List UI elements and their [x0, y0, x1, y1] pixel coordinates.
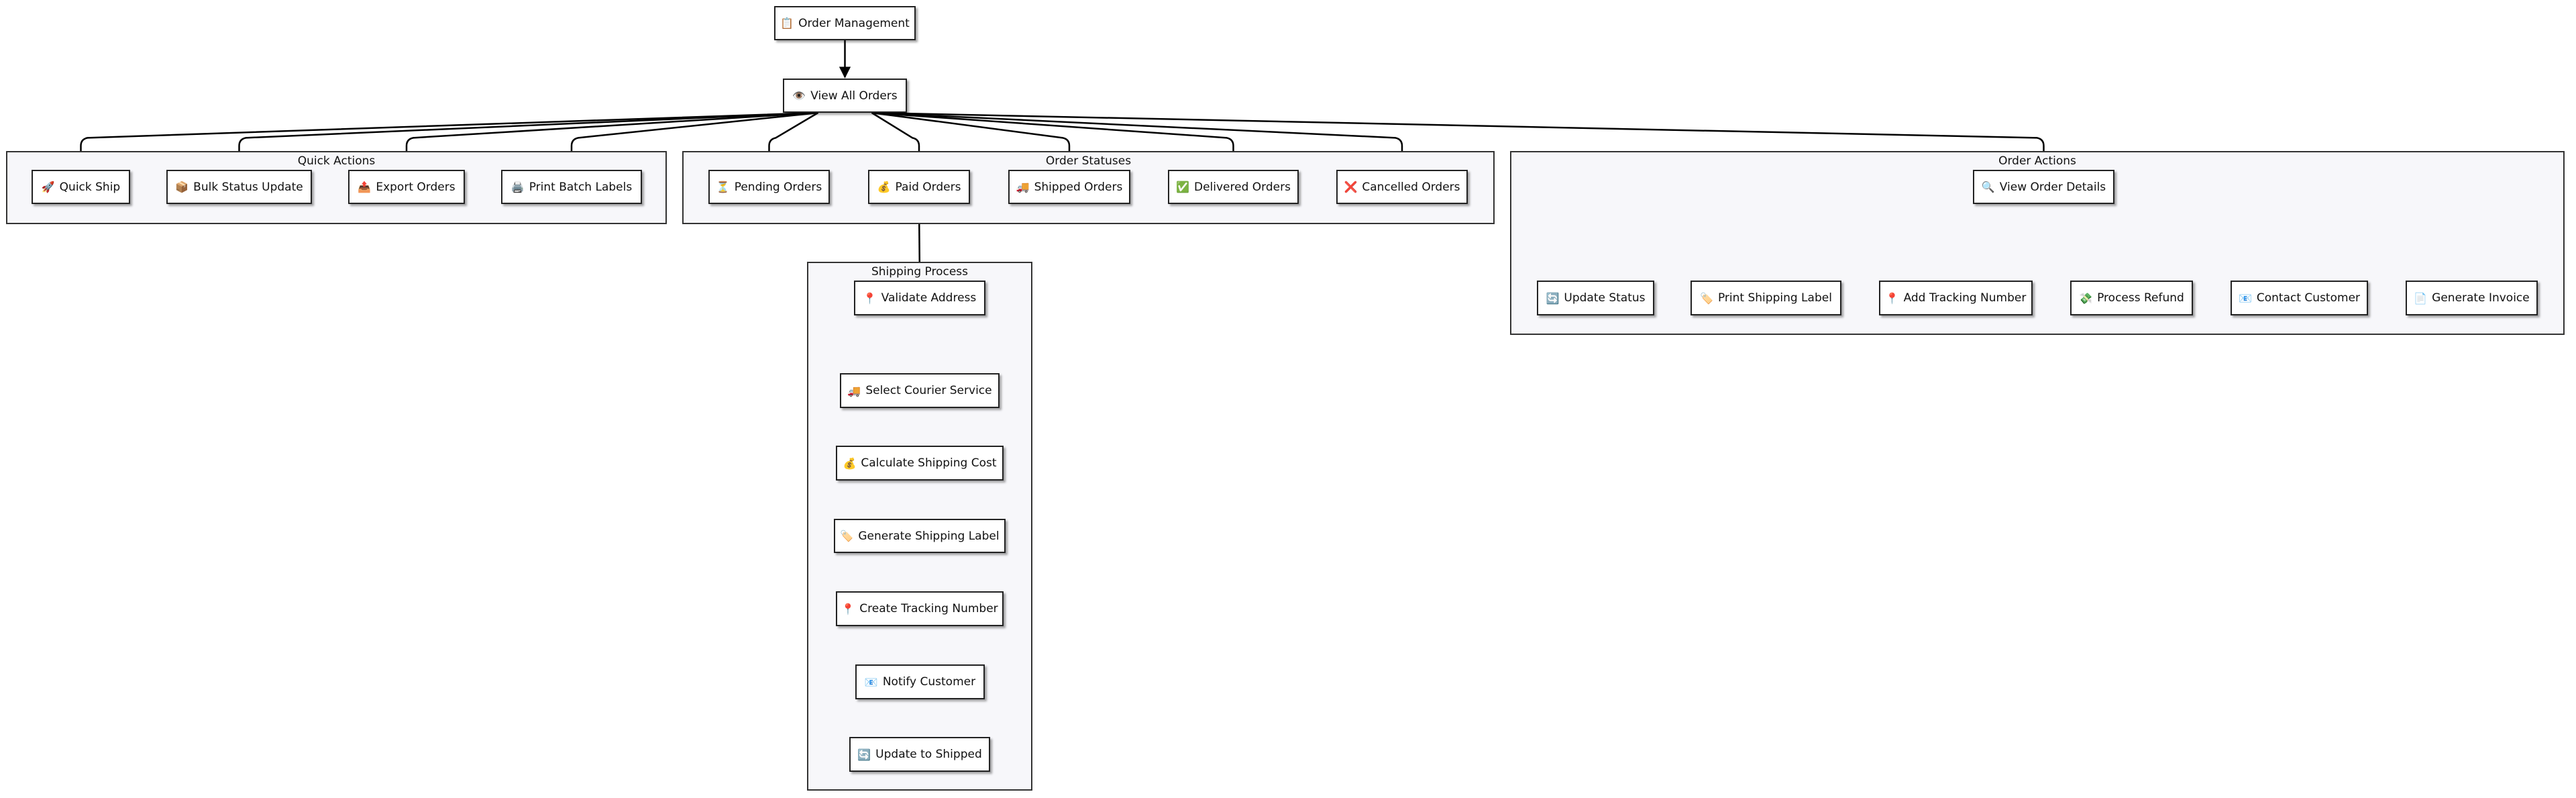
edge-view-all-orders-to-export-orders — [400, 111, 818, 170]
node-label: Cancelled Orders — [1362, 180, 1460, 194]
edge-view-all-orders-to-cancelled-orders — [871, 111, 1408, 170]
node-process-refund[interactable]: 💸 Process Refund — [2070, 281, 2193, 315]
edge-view-all-orders-to-paid-orders — [871, 111, 925, 170]
node-label: Notify Customer — [882, 675, 976, 689]
node-label: Pending Orders — [734, 180, 822, 194]
node-label: Print Batch Labels — [529, 180, 633, 194]
node-contact-customer[interactable]: 📧 Contact Customer — [2231, 281, 2368, 315]
document-icon: 📄 — [2414, 291, 2428, 305]
cluster-title: Quick Actions — [297, 154, 376, 168]
rocket-icon: 🚀 — [41, 181, 55, 193]
hourglass-icon: ⏳ — [716, 181, 730, 193]
node-calculate-shipping-cost[interactable]: 💰 Calculate Shipping Cost — [836, 446, 1004, 481]
node-print-batch-labels[interactable]: 🖨️ Print Batch Labels — [501, 170, 642, 204]
node-validate-address[interactable]: 📍 Validate Address — [854, 281, 985, 315]
node-view-all-orders[interactable]: 👁️ View All Orders — [783, 79, 907, 113]
refresh-icon: 🔄 — [1546, 291, 1560, 305]
node-label: Contact Customer — [2256, 291, 2361, 305]
node-notify-customer[interactable]: 📧 Notify Customer — [855, 664, 985, 699]
node-create-tracking-number[interactable]: 📍 Create Tracking Number — [836, 591, 1004, 626]
edge-view-all-orders-to-view-order-details — [871, 111, 2050, 170]
node-label: Validate Address — [881, 291, 977, 305]
node-label: Bulk Status Update — [193, 180, 303, 194]
pin-icon: 📍 — [863, 291, 877, 305]
clipboard-icon: 📋 — [780, 17, 794, 30]
node-label: Generate Invoice — [2432, 291, 2530, 305]
node-order-management[interactable]: 📋 Order Management — [774, 6, 916, 40]
cluster-title: Order Actions — [1998, 154, 2076, 168]
node-label: Update Status — [1564, 291, 1646, 305]
envelope-icon: 📧 — [864, 675, 878, 689]
node-label: Select Courier Service — [865, 384, 992, 397]
node-bulk-status-update[interactable]: 📦 Bulk Status Update — [166, 170, 312, 204]
node-shipped-orders[interactable]: 🚚 Shipped Orders — [1008, 170, 1130, 204]
node-quick-ship[interactable]: 🚀 Quick Ship — [32, 170, 130, 204]
envelope-icon: 📧 — [2238, 291, 2252, 305]
cluster-title: Order Statuses — [1045, 154, 1132, 168]
edge-view-all-orders-to-delivered-orders — [871, 111, 1240, 170]
edge-view-all-orders-to-bulk-status-update — [233, 111, 818, 170]
node-label: Calculate Shipping Cost — [861, 456, 997, 470]
node-label: Shipped Orders — [1034, 180, 1123, 194]
node-label: Create Tracking Number — [859, 602, 998, 615]
money-bag-icon: 💰 — [877, 181, 891, 193]
node-update-status[interactable]: 🔄 Update Status — [1537, 281, 1654, 315]
node-label: View Order Details — [1999, 180, 2106, 194]
node-cancelled-orders[interactable]: ❌ Cancelled Orders — [1336, 170, 1468, 204]
truck-icon: 🚚 — [1016, 181, 1030, 193]
node-label: Add Tracking Number — [1903, 291, 2027, 305]
node-update-to-shipped[interactable]: 🔄 Update to Shipped — [849, 737, 990, 772]
label-tag-icon: 🏷️ — [840, 530, 854, 542]
node-label: Process Refund — [2097, 291, 2184, 305]
node-add-tracking-number[interactable]: 📍 Add Tracking Number — [1879, 281, 2033, 315]
node-pending-orders[interactable]: ⏳ Pending Orders — [708, 170, 830, 204]
edge-view-all-orders-to-print-batch-labels — [566, 111, 818, 170]
edge-view-all-orders-to-pending-orders — [763, 111, 819, 170]
node-label: Generate Shipping Label — [858, 529, 1000, 543]
node-label: Export Orders — [376, 180, 455, 194]
node-label: Print Shipping Label — [1717, 291, 1832, 305]
node-paid-orders[interactable]: 💰 Paid Orders — [868, 170, 970, 204]
magnifier-icon: 🔍 — [1981, 181, 1995, 193]
label-tag-icon: 🏷️ — [1700, 291, 1713, 305]
cross-mark-icon: ❌ — [1344, 181, 1358, 193]
node-label: Order Management — [798, 16, 910, 30]
edge-view-all-orders-to-quick-ship — [74, 111, 818, 170]
node-label: Paid Orders — [895, 180, 961, 194]
check-mark-icon: ✅ — [1176, 181, 1189, 193]
node-generate-shipping-label[interactable]: 🏷️ Generate Shipping Label — [834, 519, 1006, 553]
node-view-order-details[interactable]: 🔍 View Order Details — [1973, 170, 2114, 204]
node-export-orders[interactable]: 📤 Export Orders — [348, 170, 465, 204]
package-icon: 📦 — [175, 181, 189, 193]
node-select-courier-service[interactable]: 🚚 Select Courier Service — [840, 373, 1000, 408]
refresh-icon: 🔄 — [857, 748, 871, 761]
truck-icon: 🚚 — [847, 384, 861, 397]
eye-icon: 👁️ — [792, 89, 806, 102]
node-generate-invoice[interactable]: 📄 Generate Invoice — [2406, 281, 2538, 315]
pin-icon: 📍 — [1885, 291, 1899, 305]
node-label: Quick Ship — [59, 180, 121, 194]
outbox-icon: 📤 — [358, 181, 372, 193]
printer-icon: 🖨️ — [511, 181, 525, 193]
node-print-shipping-label[interactable]: 🏷️ Print Shipping Label — [1690, 281, 1841, 315]
edge-view-all-orders-to-shipped-orders — [871, 111, 1075, 170]
node-label: Delivered Orders — [1193, 180, 1291, 194]
node-label: Update to Shipped — [875, 748, 982, 761]
node-label: View All Orders — [810, 89, 898, 103]
node-delivered-orders[interactable]: ✅ Delivered Orders — [1168, 170, 1299, 204]
cluster-title: Shipping Process — [871, 265, 969, 279]
pin-icon: 📍 — [841, 602, 855, 615]
money-bag-icon: 💰 — [843, 456, 857, 470]
money-wings-icon: 💸 — [2079, 291, 2093, 305]
